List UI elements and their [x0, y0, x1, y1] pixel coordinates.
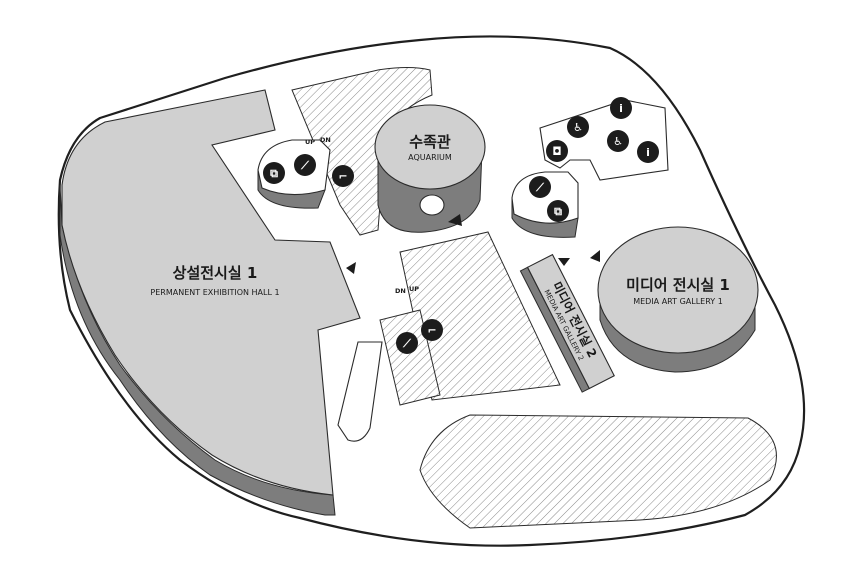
- permanent-hall: [61, 89, 361, 496]
- svg-text:♿: ♿: [613, 135, 623, 148]
- svg-text:⌐: ⌐: [427, 324, 436, 337]
- escalator-icon[interactable]: ⟋: [529, 176, 551, 198]
- stairs-icon[interactable]: ⌐: [332, 165, 354, 187]
- permanent-hall-side: [59, 184, 336, 516]
- svg-text:⌐: ⌐: [338, 170, 347, 183]
- arrow-left-icon: [590, 250, 600, 262]
- svg-text:⟋: ⟋: [535, 181, 545, 194]
- escalator-icon[interactable]: ⟋: [396, 332, 418, 354]
- accessible-toilet-icon[interactable]: ♿: [607, 130, 629, 152]
- accessible-toilet-icon[interactable]: ♿: [567, 116, 589, 138]
- hatched-zone-south: [419, 414, 777, 529]
- arrow-up-icon: [448, 214, 462, 226]
- stair-top-dn-label: DN: [320, 136, 331, 144]
- building-outline: [57, 35, 806, 547]
- svg-text:◘: ◘: [552, 145, 561, 158]
- media1-title: 미디어 전시실 1: [626, 276, 730, 294]
- svg-text:i: i: [646, 146, 650, 159]
- elevator-icon[interactable]: ⧉: [263, 162, 285, 184]
- svg-text:⟋: ⟋: [300, 159, 310, 172]
- male-toilet-icon[interactable]: i: [637, 141, 659, 163]
- permanent-hall-title: 상설전시실 1: [173, 264, 258, 282]
- svg-text:♿: ♿: [573, 121, 583, 134]
- aquarium-title: 수족관: [409, 133, 451, 151]
- stairs-icon[interactable]: ⌐: [421, 319, 443, 341]
- arrow-down-icon: [558, 258, 570, 266]
- arrow-left-icon: [346, 262, 356, 274]
- media1-room: [597, 226, 759, 354]
- stair-mid-dn-label: DN: [395, 287, 406, 295]
- kiosk-block: [337, 341, 383, 442]
- svg-text:⟋: ⟋: [402, 337, 412, 350]
- escalator-icon[interactable]: ⟋: [294, 154, 316, 176]
- svg-text:⧉: ⧉: [270, 167, 278, 180]
- female-toilet-icon[interactable]: i: [610, 97, 632, 119]
- aquarium-room: [374, 104, 486, 190]
- svg-text:⧉: ⧉: [554, 205, 562, 218]
- nursing-room-icon[interactable]: ◘: [546, 140, 568, 162]
- media1-subtitle: MEDIA ART GALLERY 1: [633, 297, 723, 306]
- svg-text:i: i: [619, 102, 623, 115]
- stair-top-up-label: UP: [305, 138, 315, 146]
- aquarium-subtitle: AQUARIUM: [408, 153, 452, 162]
- elevator-icon[interactable]: ⧉: [547, 200, 569, 222]
- stair-mid-up-label: UP: [409, 285, 419, 293]
- toilet-block: [539, 99, 669, 181]
- permanent-hall-subtitle: PERMANENT EXHIBITION HALL 1: [150, 288, 279, 297]
- aquarium-entrance: [419, 194, 445, 216]
